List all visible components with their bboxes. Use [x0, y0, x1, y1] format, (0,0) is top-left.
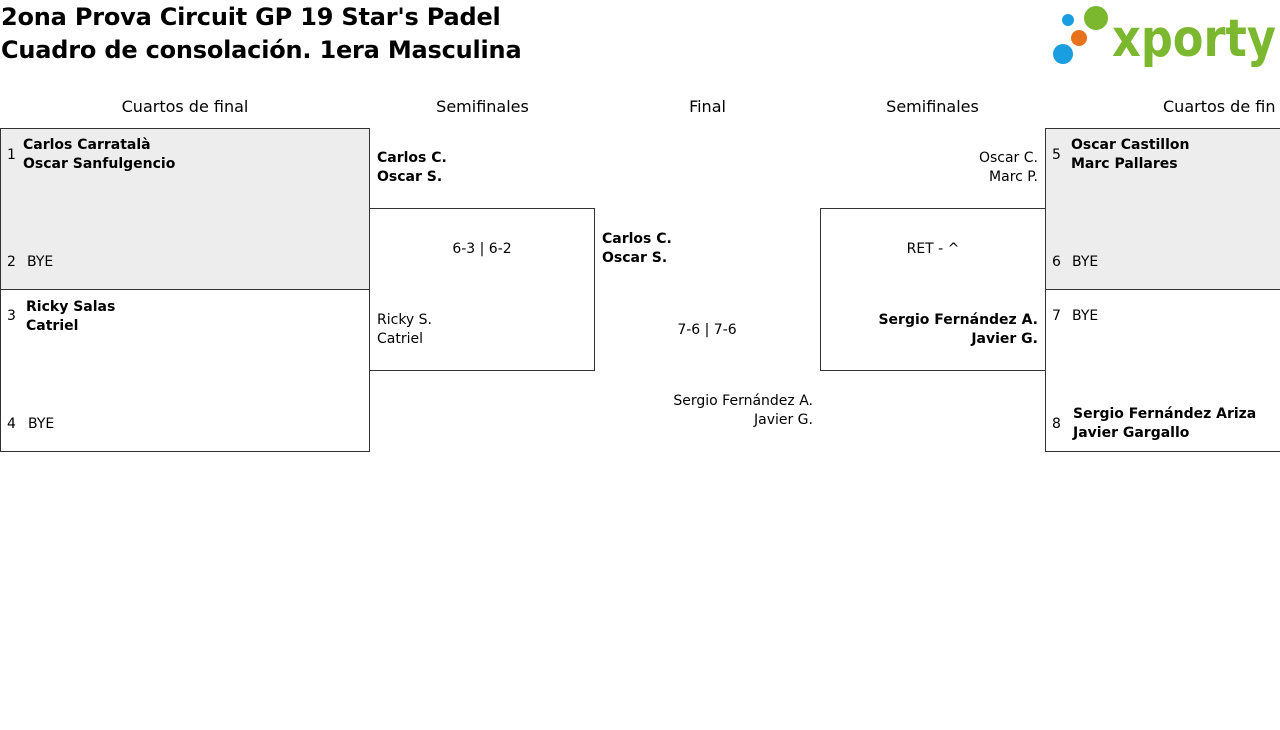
- seed-number: 2: [7, 254, 16, 270]
- seed-number: 4: [7, 416, 16, 432]
- round-header-right-quarters: Cuartos de fin: [1163, 97, 1276, 116]
- player-name[interactable]: Carlos C.: [377, 150, 447, 166]
- round-header-right-semis: Semifinales: [886, 97, 979, 116]
- player-name[interactable]: Javier G.: [753, 412, 813, 428]
- seed-number: 1: [7, 147, 16, 163]
- match-box-right-qf-2: [1045, 289, 1280, 452]
- player-name[interactable]: Carlos Carratalà: [23, 137, 151, 153]
- player-name[interactable]: Sergio Fernández A.: [878, 312, 1038, 328]
- bye-label: BYE: [27, 254, 54, 270]
- player-name[interactable]: Ricky Salas: [26, 299, 116, 315]
- match-box-left-qf-1: [0, 128, 370, 290]
- player-name[interactable]: Oscar Castillon: [1071, 137, 1190, 153]
- player-name[interactable]: Catriel: [377, 331, 423, 347]
- draw-subtitle: Cuadro de consolación. 1era Masculina: [1, 36, 522, 64]
- player-name[interactable]: Javier G.: [971, 331, 1038, 347]
- round-header-left-quarters: Cuartos de final: [121, 97, 249, 116]
- round-header-final: Final: [689, 97, 726, 116]
- player-name[interactable]: Oscar S.: [602, 250, 668, 266]
- bye-label: BYE: [1072, 308, 1099, 324]
- match-score: RET - ^: [906, 241, 960, 257]
- round-header-left-semis: Semifinales: [436, 97, 529, 116]
- logo-dot-blue-bottom: [1053, 44, 1073, 64]
- logo-dot-orange: [1071, 30, 1087, 46]
- seed-number: 6: [1052, 254, 1061, 270]
- match-score: 6-3 | 6-2: [452, 241, 512, 257]
- match-box-right-qf-1: [1045, 128, 1280, 290]
- seed-number: 8: [1052, 416, 1061, 432]
- bye-label: BYE: [28, 416, 55, 432]
- logo-dot-green: [1084, 6, 1108, 30]
- logo-wordmark: xporty: [1112, 9, 1276, 67]
- match-box-left-semi: [369, 208, 595, 371]
- xporty-logo[interactable]: xporty: [1052, 5, 1280, 67]
- player-name[interactable]: Javier Gargallo: [1073, 425, 1190, 441]
- player-name[interactable]: Ricky S.: [377, 312, 432, 328]
- bye-label: BYE: [1072, 254, 1099, 270]
- player-name[interactable]: Marc Pallares: [1071, 156, 1178, 172]
- player-name[interactable]: Oscar C.: [978, 150, 1038, 166]
- player-name[interactable]: Marc P.: [989, 169, 1038, 185]
- player-name[interactable]: Oscar S.: [377, 169, 443, 185]
- player-name[interactable]: Sergio Fernández A.: [673, 393, 813, 409]
- seed-number: 5: [1052, 147, 1061, 163]
- logo-dot-blue-top: [1062, 14, 1074, 26]
- match-score: 7-6 | 7-6: [677, 322, 737, 338]
- player-name[interactable]: Oscar Sanfulgencio: [23, 156, 176, 172]
- tournament-title: 2ona Prova Circuit GP 19 Star's Padel: [1, 3, 501, 31]
- player-name[interactable]: Carlos C.: [602, 231, 672, 247]
- player-name[interactable]: Sergio Fernández Ariza: [1073, 406, 1257, 422]
- seed-number: 7: [1052, 308, 1061, 324]
- player-name[interactable]: Catriel: [26, 318, 79, 334]
- seed-number: 3: [7, 308, 16, 324]
